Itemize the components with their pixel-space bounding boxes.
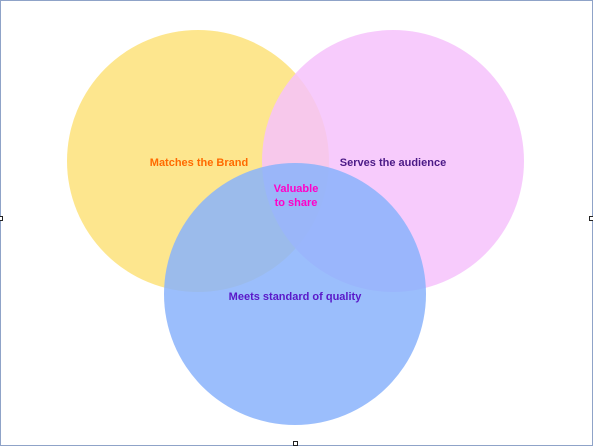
label-intersection-line-1: Valuable [274,183,319,195]
label-serves-the-audience: Serves the audience [340,157,446,169]
resize-handle-right[interactable] [589,216,593,221]
venn-labels: Matches the Brand Serves the audience Me… [150,157,446,303]
venn-circles [67,30,524,425]
label-matches-the-brand: Matches the Brand [150,157,248,169]
resize-handle-left[interactable] [0,216,3,221]
label-intersection-line-2: to share [275,197,318,209]
label-meets-standard-of-quality: Meets standard of quality [229,291,363,303]
circle-meets-standard-of-quality[interactable] [164,163,426,425]
